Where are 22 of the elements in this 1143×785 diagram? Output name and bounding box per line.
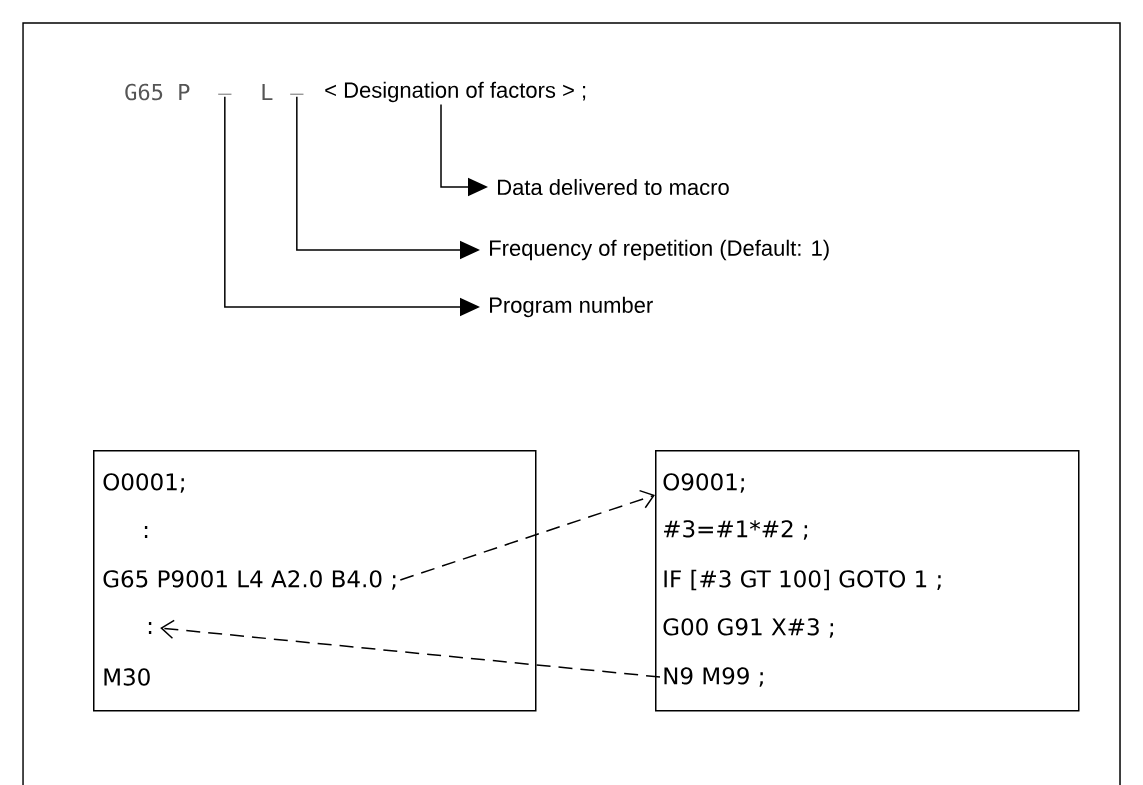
code-text: G65 P — [125, 83, 190, 101]
arrow — [160, 619, 661, 678]
annotation-text: Data delivered to macro — [498, 178, 729, 196]
code-line: #3=#1*#2 ; — [664, 520, 808, 540]
code-line: O0001; — [103, 473, 184, 493]
annotation-text: Program number — [490, 296, 653, 318]
placeholder-mark: _ — [290, 93, 304, 95]
code-line: M30 — [104, 668, 150, 686]
arrow — [399, 489, 655, 581]
annotation-text: < Designation of factors > ; — [325, 81, 586, 103]
code-line: G65 P9001 L4 A2.0 B4.0 ; — [103, 570, 396, 590]
code-line: : — [148, 622, 152, 634]
code-box — [655, 450, 1080, 712]
code-line: IF [#3 GT 100] GOTO 1 ; — [664, 569, 941, 591]
code-text: L — [262, 84, 273, 100]
annotation-text: Frequency of repetition (Default: 1) — [490, 239, 829, 261]
placeholder-mark: _ — [218, 93, 232, 95]
code-line: G00 G91 X#3 ; — [663, 618, 833, 638]
code-box — [93, 450, 537, 712]
code-line: O9001; — [663, 473, 744, 493]
code-line: N9 M99 ; — [664, 667, 763, 687]
code-line: : — [144, 526, 148, 538]
